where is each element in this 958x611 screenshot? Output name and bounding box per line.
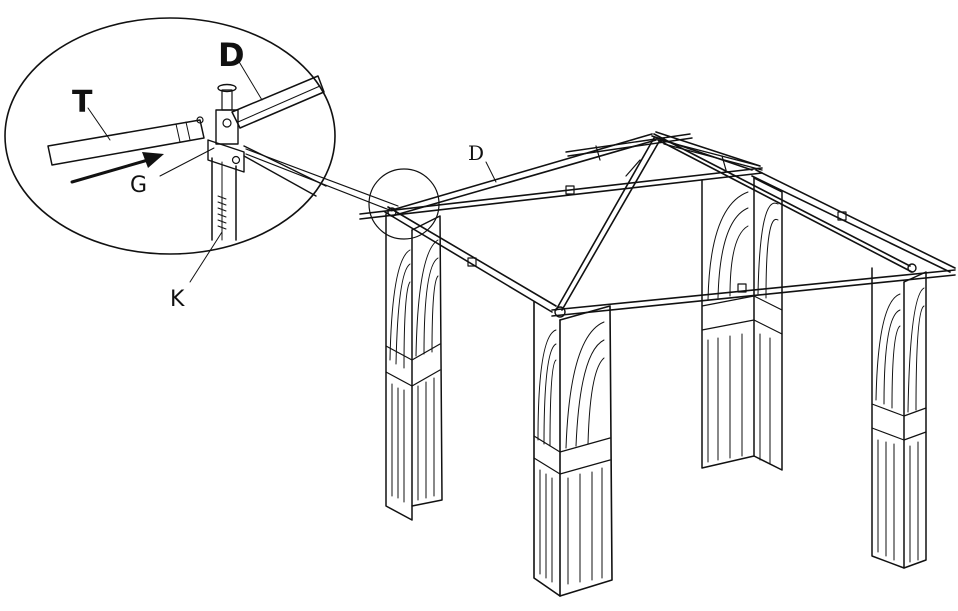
rafter-d — [231, 75, 325, 129]
label-k: K — [170, 287, 185, 312]
corner-bracket — [196, 83, 245, 173]
post-right — [871, 267, 927, 569]
label-d-main: D — [468, 141, 484, 165]
gazebo: D — [359, 131, 956, 597]
detail-callout: T D G K — [4, 17, 399, 312]
post-k — [211, 157, 237, 241]
roof-frame — [359, 131, 956, 318]
post-front-left — [385, 213, 443, 521]
detail-leader-line — [245, 148, 399, 207]
post-front-center — [533, 301, 613, 597]
direction-arrow — [70, 152, 164, 184]
corner-highlight-circle — [368, 168, 440, 240]
label-t: T — [72, 85, 93, 120]
post-back-center — [701, 177, 783, 471]
detail-ellipse — [4, 17, 336, 255]
label-d-detail: D — [218, 36, 245, 74]
tube-t — [47, 119, 205, 166]
label-g: G — [130, 173, 147, 198]
